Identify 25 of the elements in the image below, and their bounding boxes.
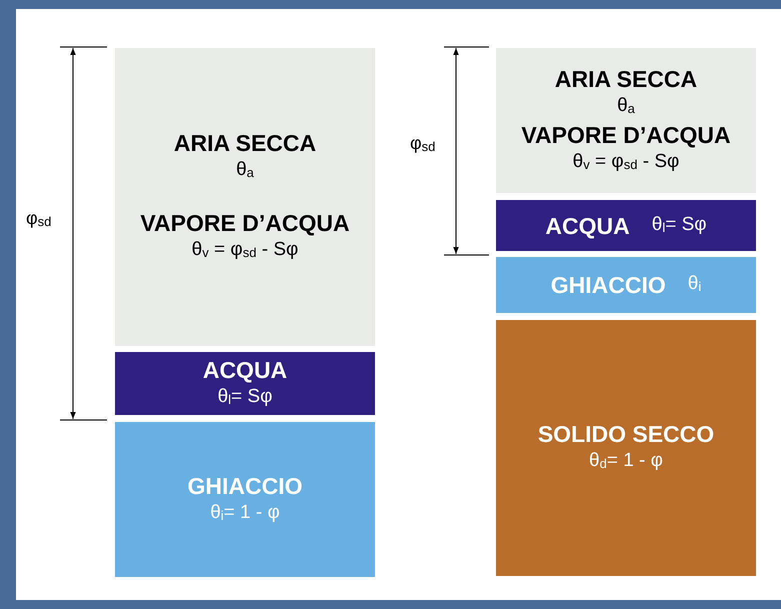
formula: θ$_{d}$= 1 - φ <box>589 449 663 473</box>
phase-name: GHIACCIO <box>550 271 666 299</box>
dimension-label: φ$_{sd}$ <box>410 133 436 154</box>
phase-name: ARIA SECCA <box>554 64 698 92</box>
phase-name: ARIA SECCA <box>174 129 316 157</box>
formula: θ$_{l}$= Sφ <box>218 384 272 408</box>
phase-name: ACQUA <box>545 212 630 240</box>
formula: θ$_{a}$ <box>617 94 635 118</box>
phase-layer <box>496 257 756 313</box>
formula: θ$_{l}$= Sφ <box>652 212 707 236</box>
formula: θ$_{v}$ = φ$_{sd}$ - Sφ <box>572 150 680 174</box>
phase-name: ACQUA <box>202 356 288 384</box>
phase-name: SOLIDO SECCO <box>538 420 714 448</box>
phase-layer <box>496 320 756 576</box>
phase-layer <box>115 352 375 415</box>
phase-name: VAPORE D’ACQUA <box>140 209 350 237</box>
phase-name: GHIACCIO <box>188 472 302 500</box>
formula: θ$_{a}$ <box>236 158 254 182</box>
phase-layer <box>496 200 756 251</box>
dimension-label: φ$_{sd}$ <box>26 208 52 229</box>
phase-name: VAPORE D’ACQUA <box>521 120 731 148</box>
formula: θ$_{i}$= 1 - φ <box>210 500 280 524</box>
formula: θ$_{i}$ <box>688 272 702 296</box>
phase-layer <box>115 422 375 577</box>
formula: θ$_{v}$ = φ$_{sd}$ - Sφ <box>192 238 298 262</box>
